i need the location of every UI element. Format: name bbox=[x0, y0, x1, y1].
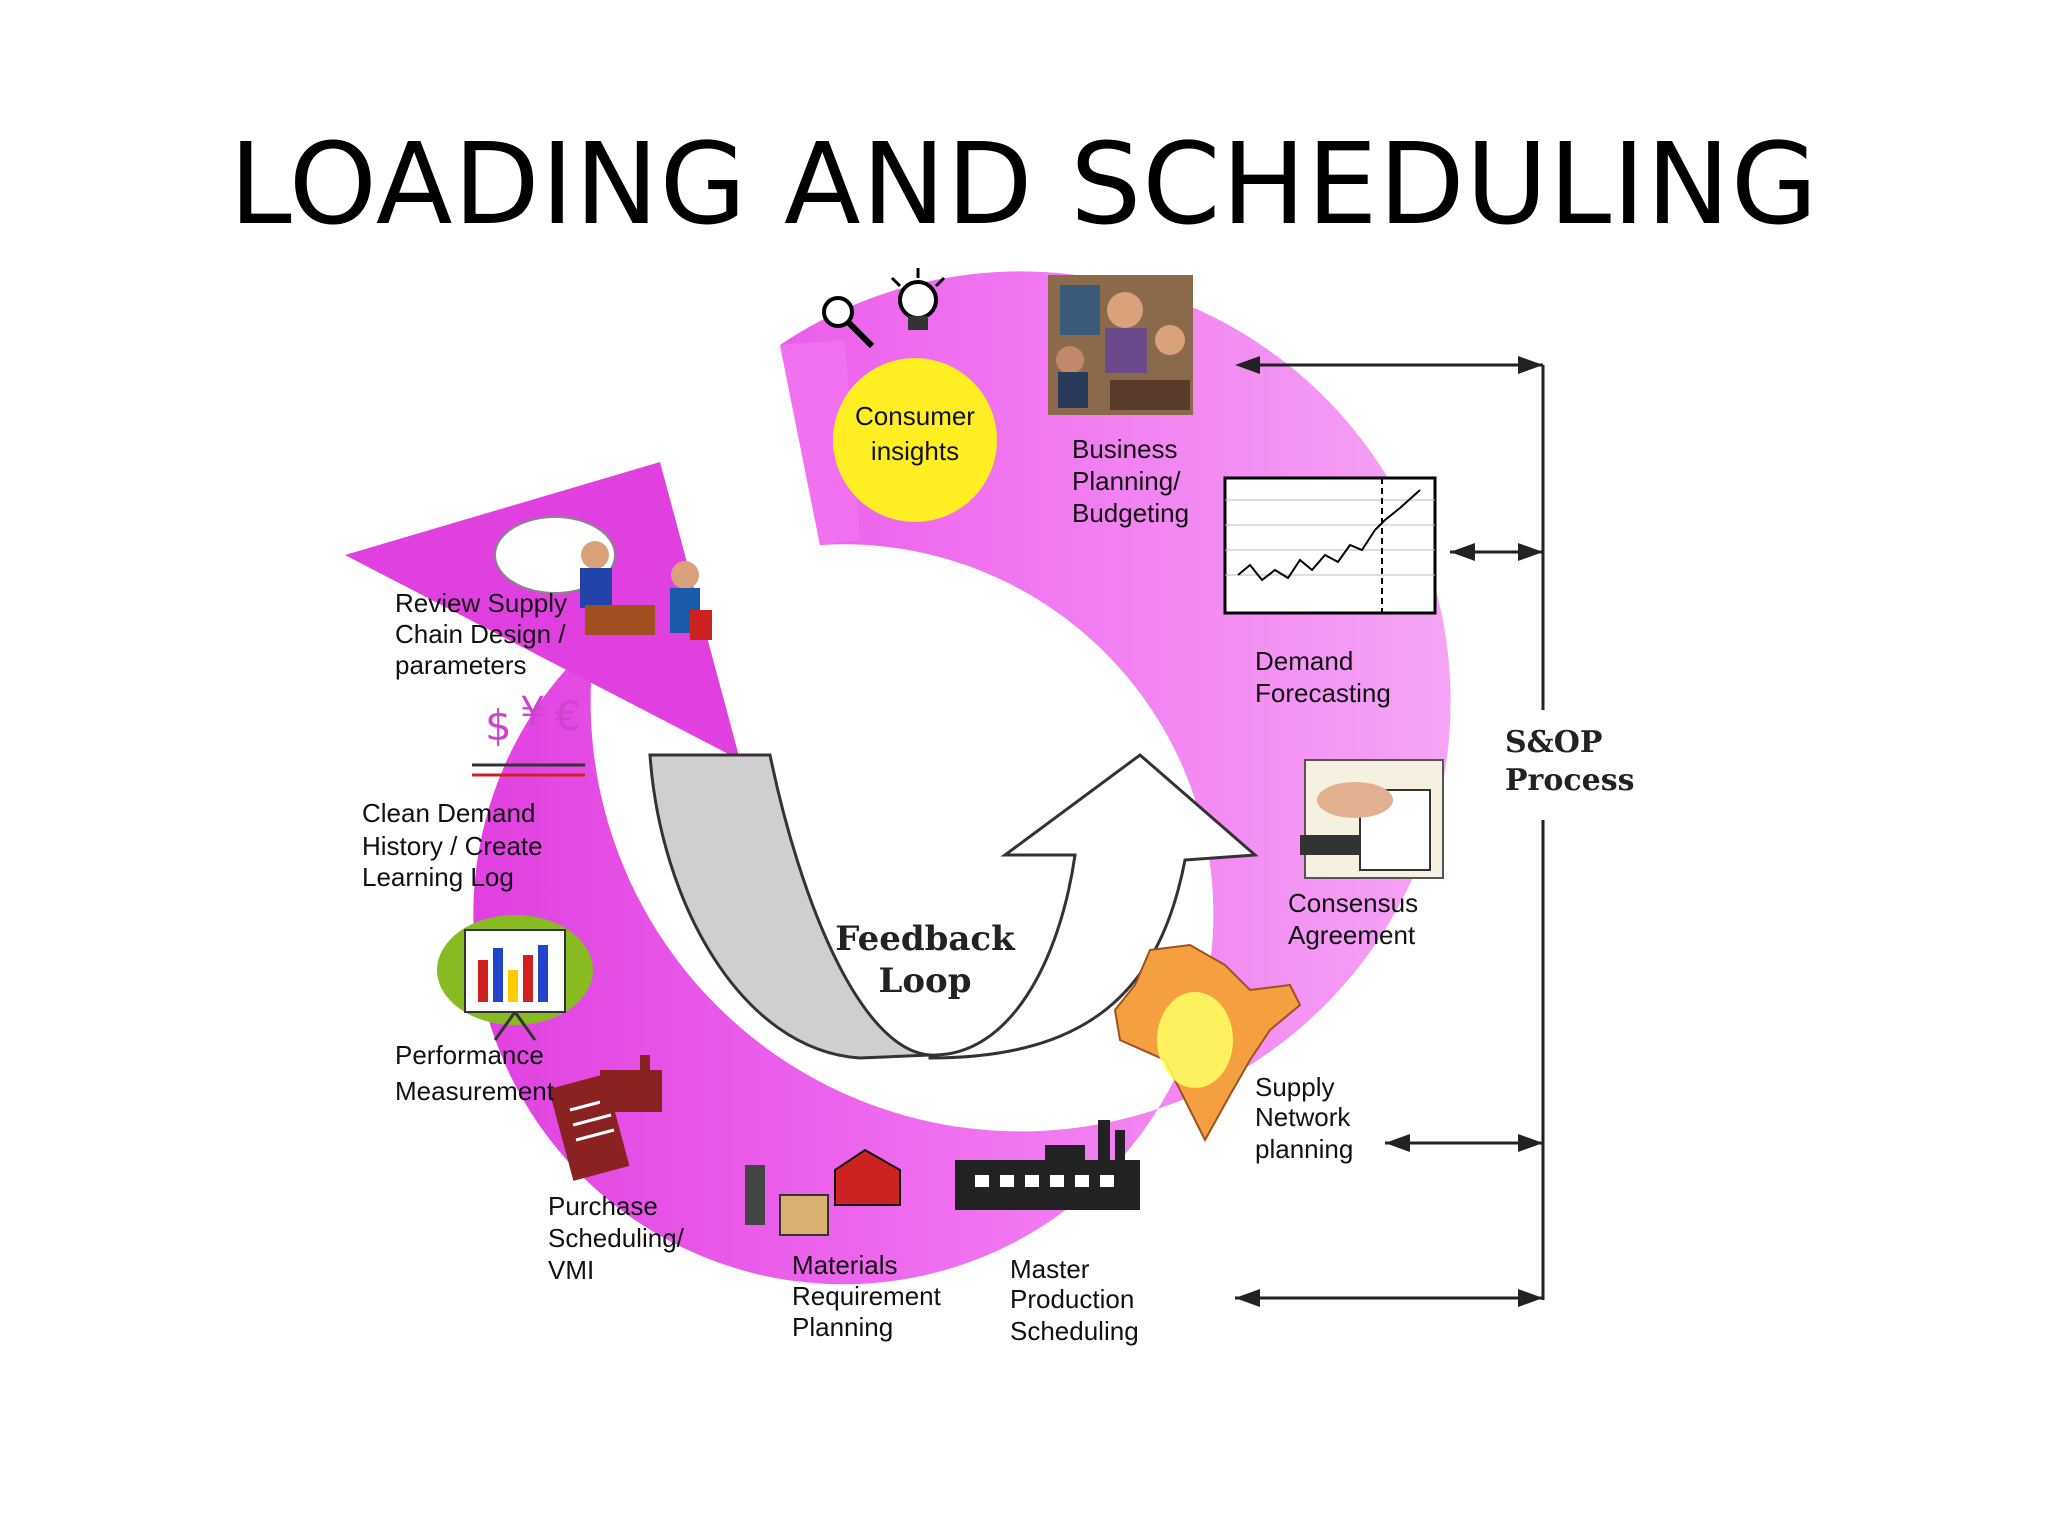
svg-text:Scheduling: Scheduling bbox=[1010, 1316, 1139, 1346]
svg-text:Network: Network bbox=[1255, 1102, 1351, 1132]
materials-requirement-label: Materials Requirement Planning bbox=[792, 1250, 942, 1342]
svg-text:¥: ¥ bbox=[520, 689, 545, 735]
svg-text:Materials: Materials bbox=[792, 1250, 897, 1280]
svg-text:Master: Master bbox=[1010, 1254, 1090, 1284]
forecast-chart-icon bbox=[1223, 476, 1437, 615]
svg-text:Production: Production bbox=[1010, 1284, 1134, 1314]
svg-text:Review Supply: Review Supply bbox=[395, 588, 567, 618]
map-icon bbox=[1113, 943, 1302, 1143]
svg-text:Forecasting: Forecasting bbox=[1255, 678, 1391, 708]
svg-text:Learning Log: Learning Log bbox=[362, 862, 514, 892]
clean-demand-label: Clean Demand History / Create Learning L… bbox=[362, 798, 543, 892]
feedback-label-line2: Loop bbox=[878, 961, 971, 1001]
sop-bracket: S&OP Process bbox=[1235, 356, 1635, 1307]
presentation-chart-icon bbox=[437, 915, 593, 1041]
sop-label-line1: S&OP bbox=[1505, 725, 1602, 760]
svg-text:Requirement: Requirement bbox=[792, 1281, 942, 1311]
svg-text:Measurement: Measurement bbox=[395, 1076, 555, 1106]
svg-text:parameters: parameters bbox=[395, 650, 527, 680]
sop-label-line2: Process bbox=[1505, 763, 1635, 798]
svg-text:Consensus: Consensus bbox=[1288, 888, 1418, 918]
svg-text:Clean Demand: Clean Demand bbox=[362, 798, 535, 828]
consumer-insights-bubble: Consumer insights bbox=[833, 358, 997, 522]
slide-title: LOADING AND SCHEDULING bbox=[229, 120, 1819, 250]
consumer-insights-line2: insights bbox=[871, 436, 959, 466]
svg-text:€: € bbox=[555, 694, 580, 740]
svg-text:$: $ bbox=[485, 701, 512, 750]
svg-text:Chain Design /: Chain Design / bbox=[395, 619, 566, 649]
consensus-agreement-label: Consensus Agreement bbox=[1288, 888, 1418, 950]
magnifier-icon bbox=[822, 296, 875, 349]
performance-measurement-label: Performance Measurement bbox=[395, 1040, 555, 1106]
svg-text:Planning: Planning bbox=[792, 1312, 893, 1342]
svg-text:Scheduling/: Scheduling/ bbox=[548, 1223, 685, 1253]
lightbulb-icon bbox=[890, 268, 946, 330]
business-planning-label: Business Planning/ Budgeting bbox=[1072, 434, 1189, 528]
clipboard-icon bbox=[548, 1055, 662, 1181]
demand-forecasting-label: Demand Forecasting bbox=[1255, 646, 1391, 708]
review-supply-chain-label: Review Supply Chain Design / parameters bbox=[395, 588, 567, 680]
supply-network-label: Supply Network planning bbox=[1255, 1072, 1353, 1164]
svg-text:History / Create: History / Create bbox=[362, 831, 543, 861]
feedback-label-line1: Feedback bbox=[835, 919, 1016, 959]
negotiation-icon bbox=[494, 516, 712, 640]
barn-icon bbox=[745, 1148, 901, 1236]
consumer-insights-line1: Consumer bbox=[855, 401, 975, 431]
svg-text:Business: Business bbox=[1072, 434, 1178, 464]
svg-text:Agreement: Agreement bbox=[1288, 920, 1416, 950]
svg-text:Planning/: Planning/ bbox=[1072, 466, 1181, 496]
svg-text:VMI: VMI bbox=[548, 1255, 594, 1285]
svg-text:Demand: Demand bbox=[1255, 646, 1353, 676]
master-production-label: Master Production Scheduling bbox=[1010, 1254, 1139, 1346]
svg-text:Performance: Performance bbox=[395, 1040, 544, 1070]
svg-text:Budgeting: Budgeting bbox=[1072, 498, 1189, 528]
handshake-icon bbox=[1300, 759, 1444, 879]
purchase-scheduling-label: Purchase Scheduling/ VMI bbox=[548, 1191, 685, 1285]
svg-text:Supply: Supply bbox=[1255, 1072, 1335, 1102]
svg-text:planning: planning bbox=[1255, 1134, 1353, 1164]
svg-text:Purchase: Purchase bbox=[548, 1191, 658, 1221]
feedback-loop-arrow: Feedback Loop bbox=[648, 753, 1259, 1060]
meeting-photo-icon bbox=[1048, 275, 1193, 415]
currency-icon: $ ¥ € bbox=[472, 689, 585, 777]
factory-icon bbox=[955, 1120, 1140, 1210]
